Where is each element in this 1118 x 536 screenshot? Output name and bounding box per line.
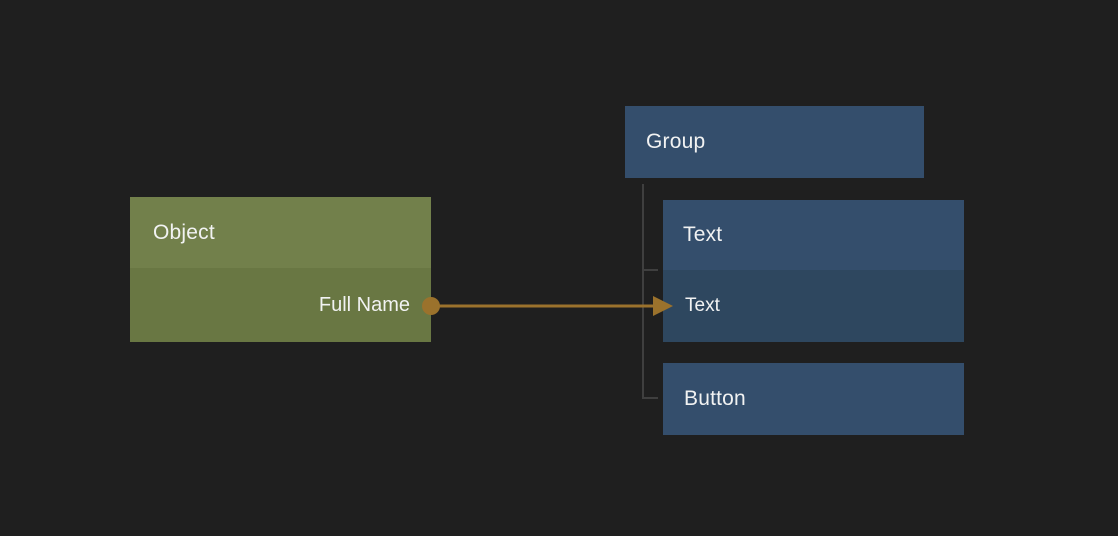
node-group[interactable]: Group <box>625 106 924 178</box>
node-text-header[interactable]: Text <box>663 200 964 270</box>
node-button[interactable]: Button <box>663 363 964 435</box>
node-group-title: Group <box>646 130 706 153</box>
node-object-header[interactable]: Object <box>130 197 431 268</box>
node-group-header[interactable]: Group <box>625 106 924 178</box>
node-object-output-row[interactable]: Full Name <box>130 268 431 342</box>
output-port-label: Full Name <box>318 293 410 316</box>
node-button-title: Button <box>684 387 746 410</box>
node-object[interactable]: Object Full Name <box>130 197 431 342</box>
input-row-label: Text <box>685 295 720 316</box>
node-text-title: Text <box>683 223 723 246</box>
tree-connector-group-button <box>642 184 658 399</box>
node-text-input-row[interactable]: Text <box>663 270 964 342</box>
node-object-title: Object <box>153 220 215 244</box>
node-text[interactable]: Text Text <box>663 200 964 342</box>
node-button-header[interactable]: Button <box>663 363 964 435</box>
